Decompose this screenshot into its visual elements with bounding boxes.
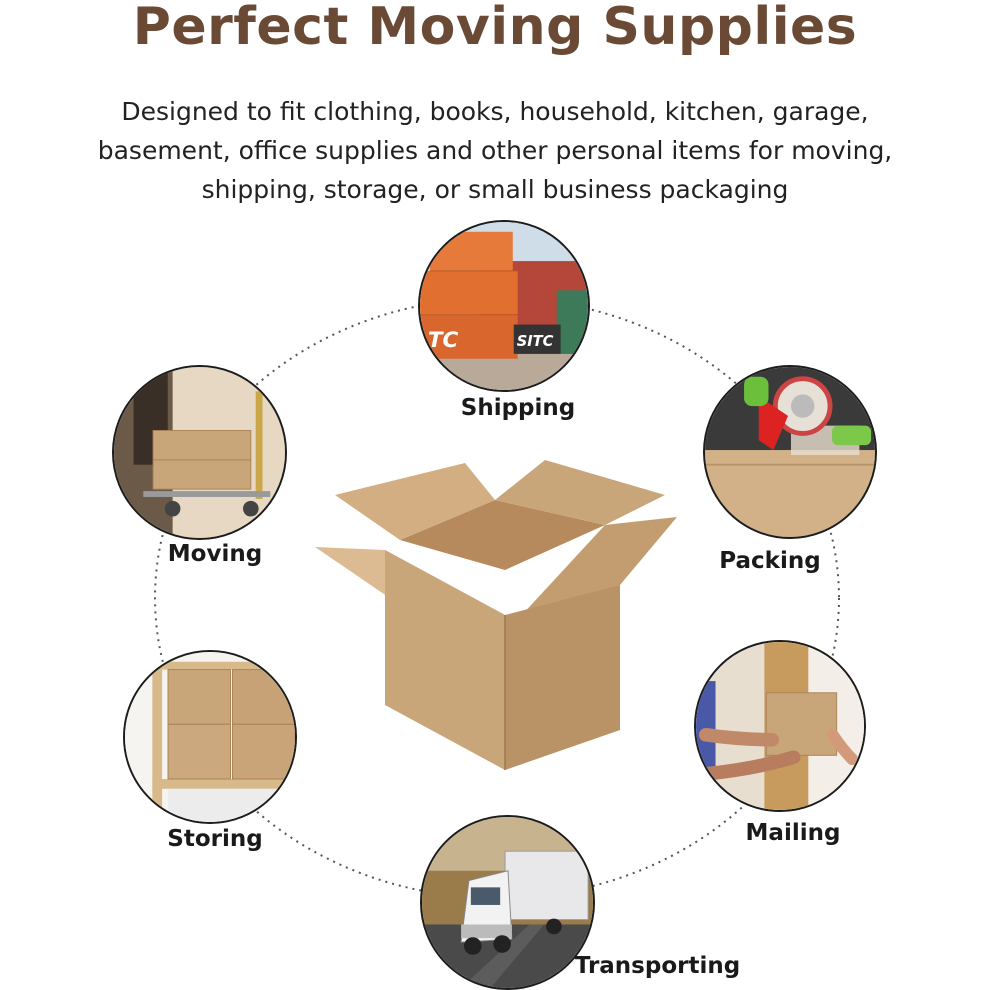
page-title: Perfect Moving Supplies [132,0,858,57]
label-mailing: Mailing [745,820,841,846]
hand-truck-icon [114,367,285,538]
shipping-image: TC SITC [418,220,590,392]
transporting-image [420,815,595,990]
moving-image [112,365,287,540]
container-text-1: TC [428,328,459,353]
page-subtitle: Designed to fit clothing, books, househo… [97,97,893,204]
mailing-image [694,640,866,812]
tape-dispenser-icon [705,367,875,537]
packing-image [703,365,877,539]
open-cardboard-box-icon [315,460,677,770]
shelved-boxes-icon [125,652,295,822]
label-storing: Storing [167,826,263,852]
handing-box-icon [696,642,864,810]
label-shipping: Shipping [460,395,576,421]
label-moving: Moving [167,541,263,567]
truck-icon [422,817,593,988]
container-text-2: SITC [517,333,554,350]
label-packing: Packing [719,548,821,574]
storing-image [123,650,297,824]
shipping-containers-icon: TC SITC [420,222,588,390]
label-transporting: Transporting [574,953,741,979]
